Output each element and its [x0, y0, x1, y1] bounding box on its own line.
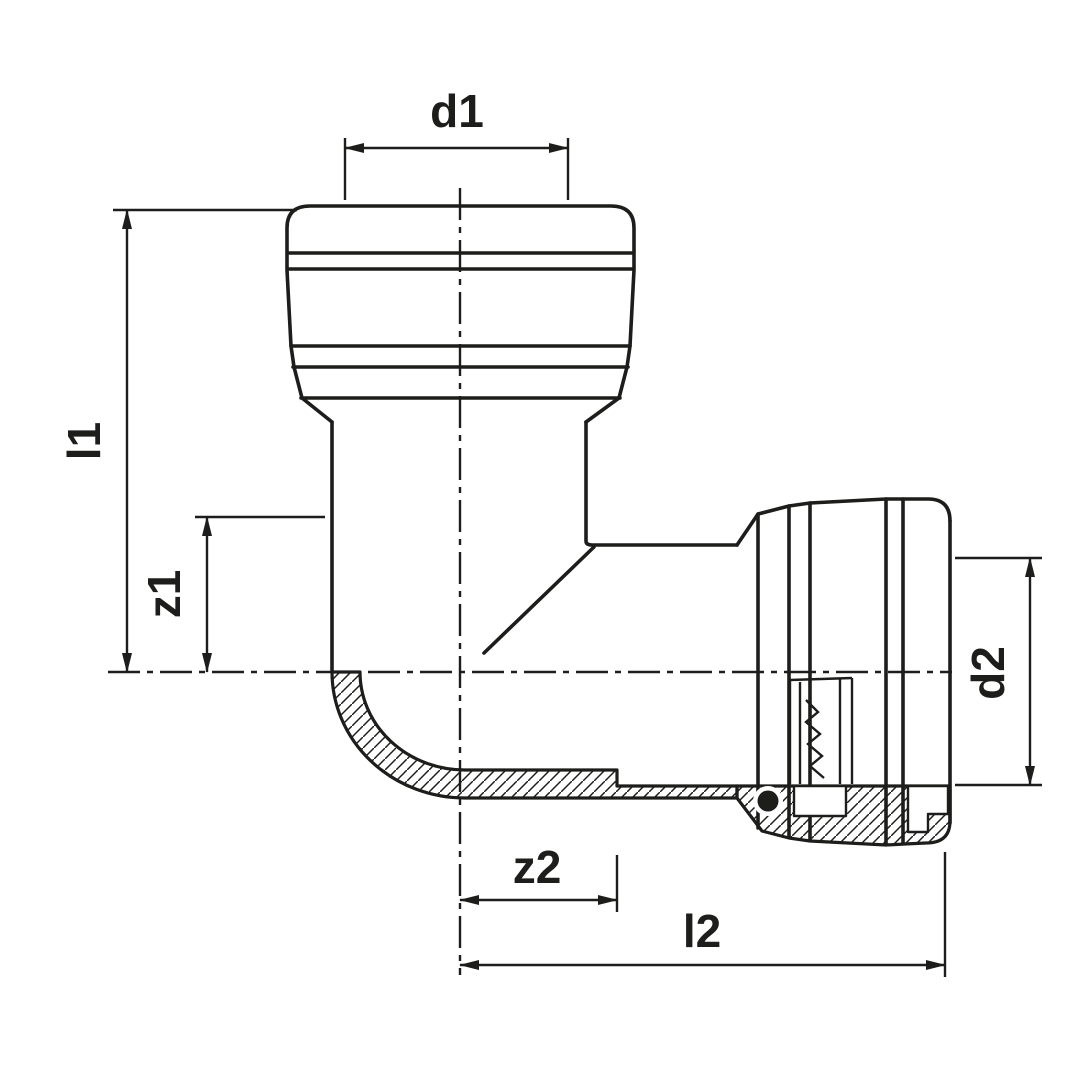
grip-teeth — [804, 699, 825, 779]
grip-ring-detail — [753, 676, 950, 834]
dimension-l2: l2 — [459, 852, 947, 977]
right-socket — [735, 497, 952, 847]
end-step-detail — [906, 784, 950, 834]
seal-groove — [792, 784, 848, 818]
top-socket — [285, 204, 636, 424]
right-socket-upper-outline — [735, 497, 952, 547]
dimension-l1: l1 — [58, 208, 297, 673]
elbow-section-hatch — [330, 670, 739, 800]
dimension-label-l2: l2 — [683, 905, 721, 957]
dimension-label-z2: z2 — [513, 841, 562, 893]
tube-right-wall-and-top — [584, 420, 739, 547]
elbow-body — [330, 420, 739, 800]
grip-cage-line — [789, 676, 853, 682]
dimension-d2: d2 — [955, 556, 1042, 787]
miter-line — [482, 545, 596, 655]
dimension-label-d1: d1 — [430, 85, 484, 137]
dimension-d1: d1 — [343, 85, 570, 200]
dimension-label-z1: z1 — [138, 570, 190, 619]
dimension-z1: z1 — [138, 515, 325, 673]
o-ring-icon — [757, 790, 779, 812]
dimension-label-d2: d2 — [962, 646, 1014, 700]
dimension-label-l1: l1 — [58, 422, 110, 460]
dimension-z2: z2 — [459, 841, 619, 912]
top-socket-outline — [285, 204, 636, 424]
